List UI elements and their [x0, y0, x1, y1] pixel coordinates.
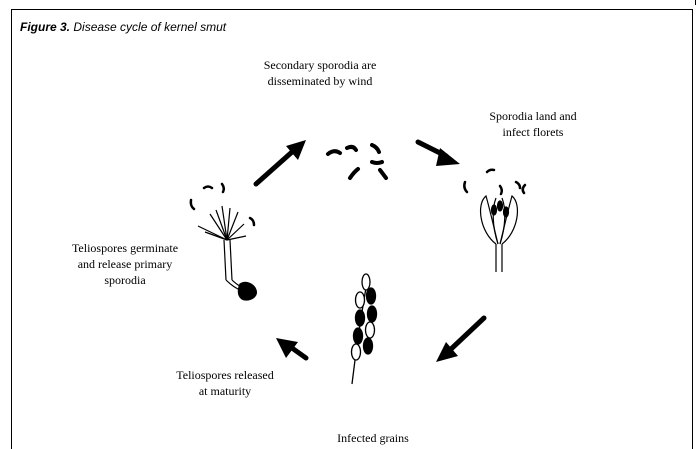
- landing-sporodia: [464, 170, 525, 194]
- infected-grains-icon: [352, 274, 377, 384]
- secondary-sporodia-cluster: [328, 145, 386, 178]
- primary-sporodia: [191, 184, 254, 225]
- floret-icon: [481, 196, 518, 272]
- arrow-to-florets: [418, 142, 460, 166]
- germinating-teliospore-icon: [198, 206, 256, 300]
- arrow-to-secondary-sporodia: [256, 140, 306, 184]
- arrow-to-teliospores-released: [276, 338, 306, 358]
- arrow-to-infected-grains: [436, 318, 484, 362]
